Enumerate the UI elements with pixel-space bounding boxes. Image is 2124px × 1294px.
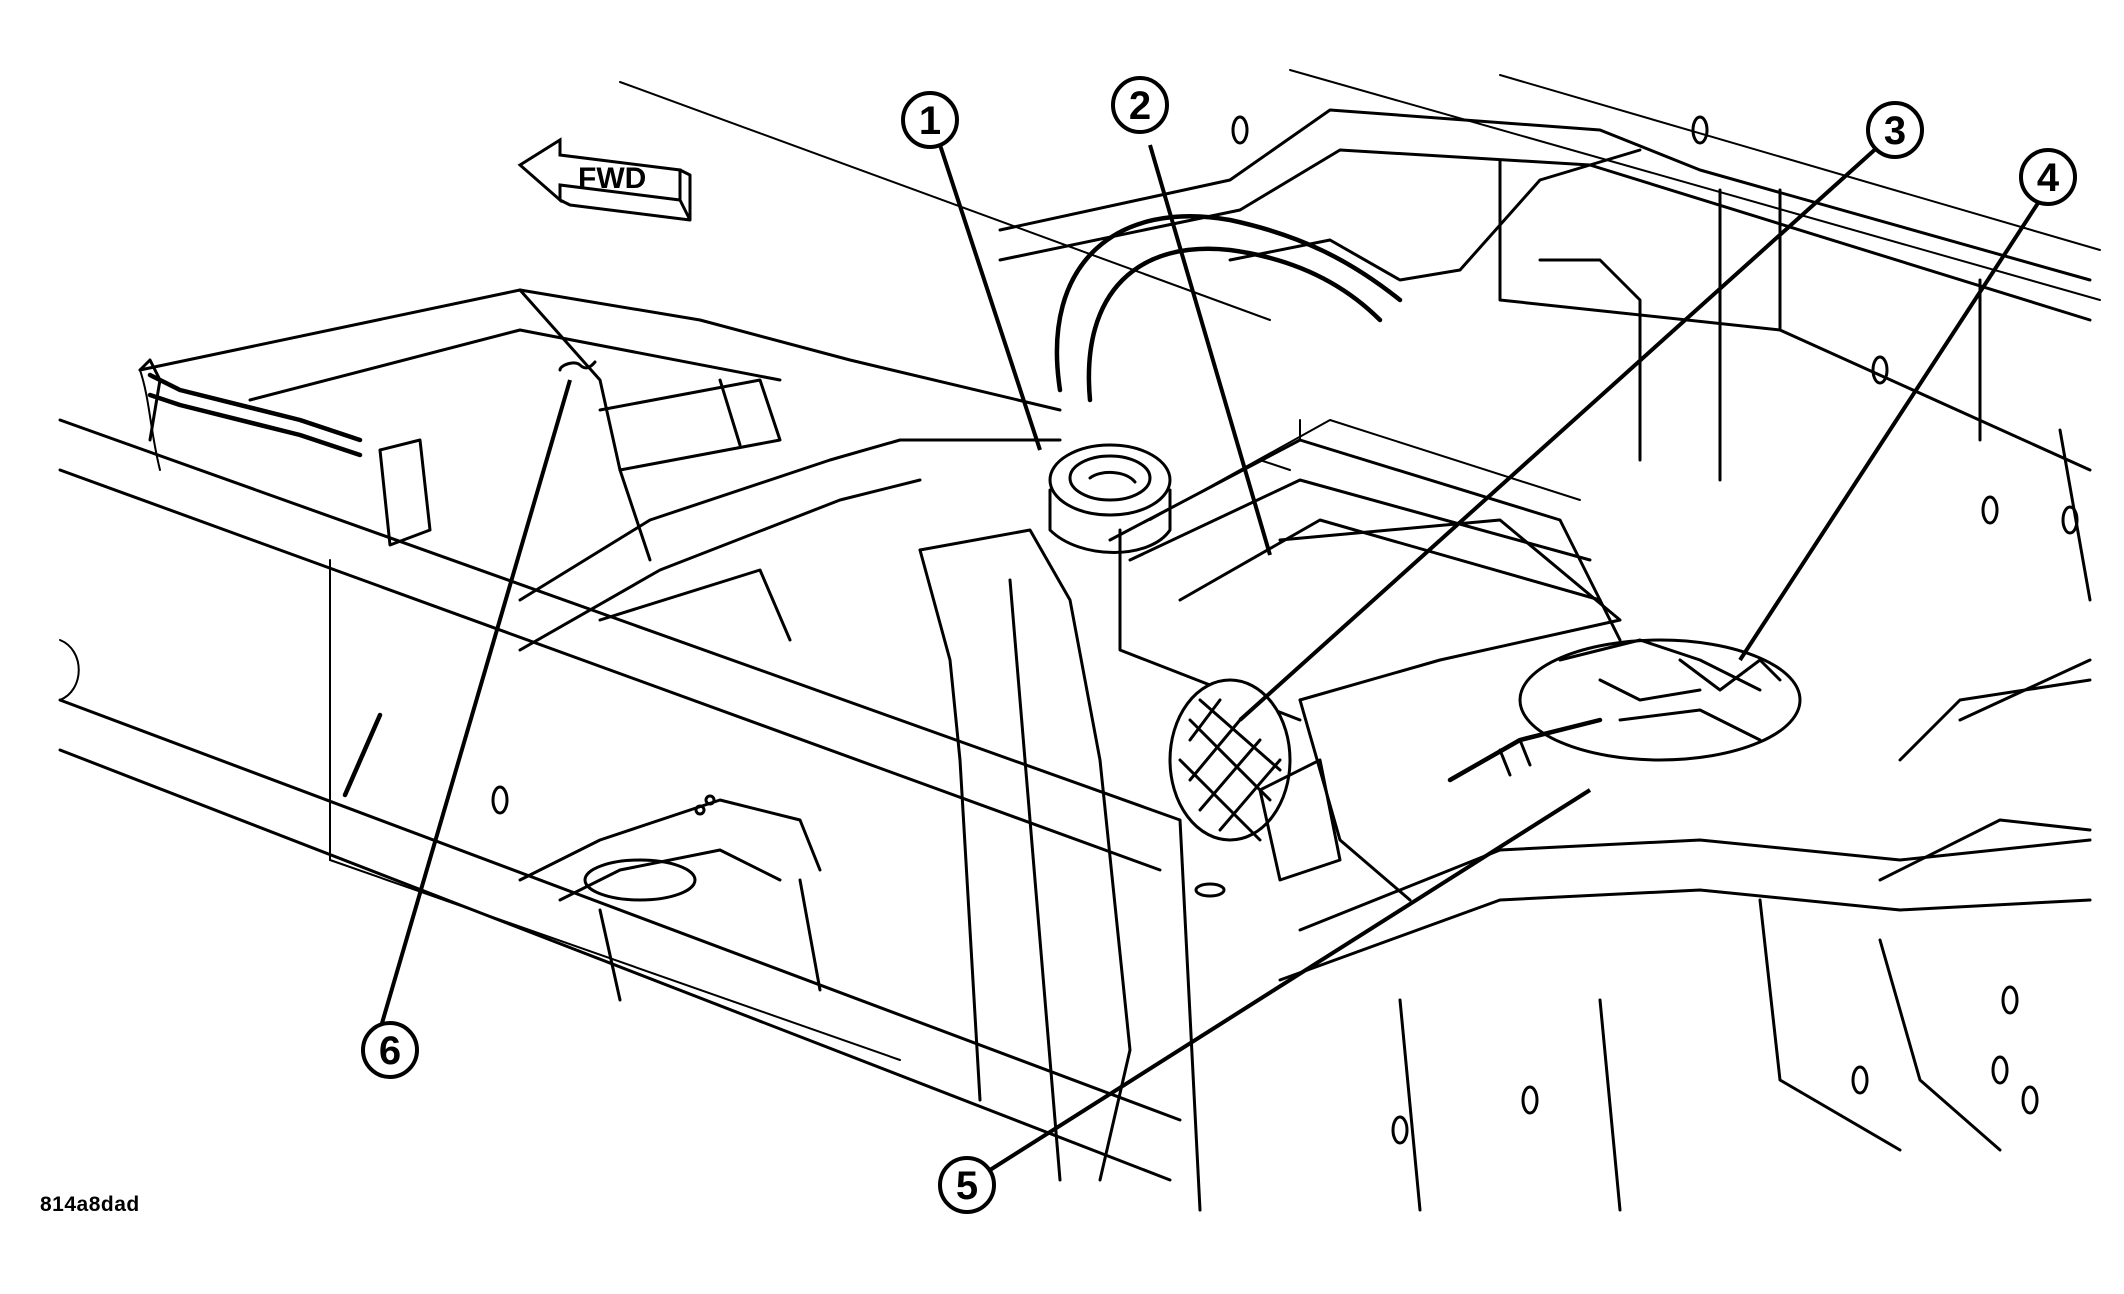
callout-5: 5 <box>938 1156 996 1214</box>
callout-2: 2 <box>1111 76 1169 134</box>
callout-4-label: 4 <box>2037 156 2060 200</box>
leader-lines <box>378 143 2042 1172</box>
fwd-direction-arrow: FWD <box>517 137 692 222</box>
callout-1: 1 <box>901 91 959 149</box>
figure-code: 814a8dad <box>40 1193 140 1216</box>
callout-3: 3 <box>1866 101 1924 159</box>
vehicle-frame-drawing <box>58 69 2101 1212</box>
callout-5-label: 5 <box>956 1164 978 1208</box>
callout-1-label: 1 <box>919 99 941 143</box>
callout-6: 6 <box>361 1021 419 1079</box>
fwd-label: FWD <box>578 162 646 195</box>
callout-3-label: 3 <box>1884 109 1906 153</box>
callout-4: 4 <box>2019 148 2077 206</box>
callout-2-label: 2 <box>1129 84 1151 128</box>
callout-6-label: 6 <box>379 1029 401 1073</box>
